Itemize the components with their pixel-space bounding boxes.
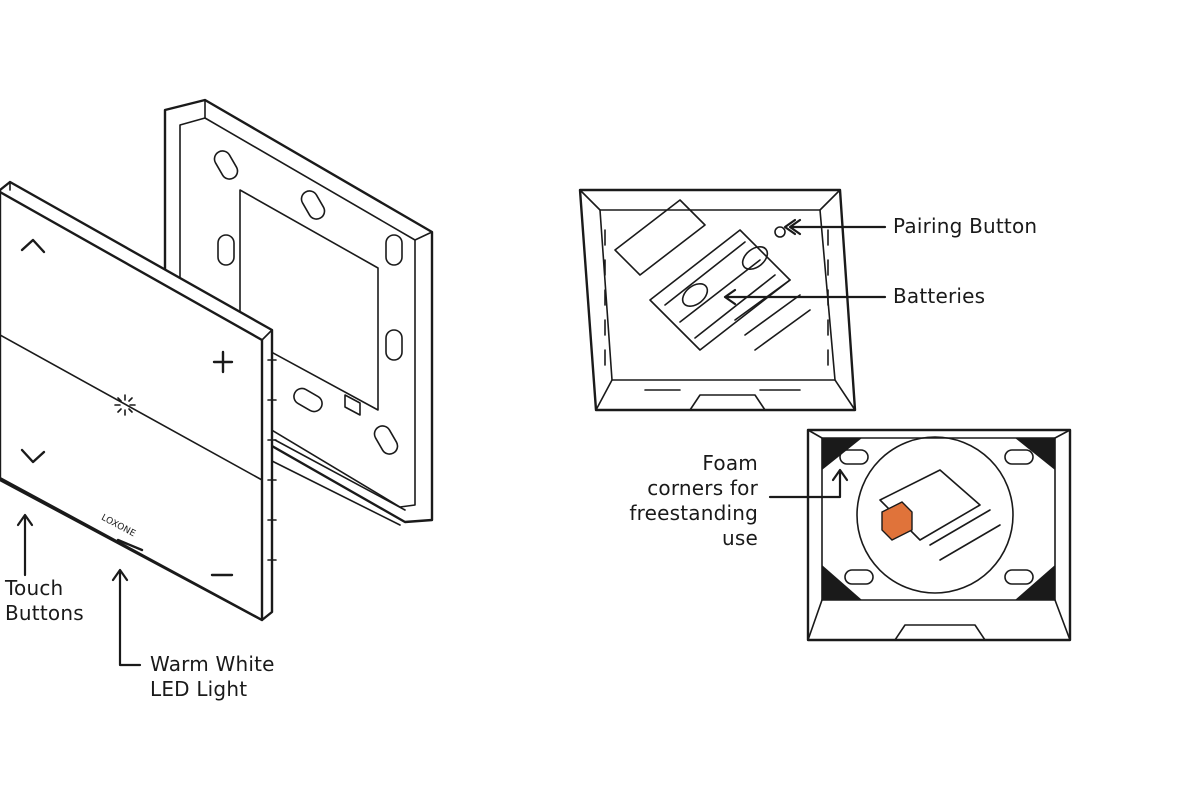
up-arrow-icon [20,238,46,254]
front-touch-panel [0,180,277,622]
foam-corners-label: Foam corners for freestanding use [600,451,758,551]
led-sparkle-icon [114,394,136,416]
foam-corner [822,438,862,470]
touch-buttons-label-line2: Buttons [5,601,84,625]
foam-label-line1: Foam [702,451,758,475]
foam-label-line2: corners for [647,476,758,500]
plus-icon [212,350,234,374]
pairing-button-icon [774,226,786,238]
led-light-label-line1: Warm White [150,652,275,676]
batteries-label: Batteries [893,284,986,308]
led-light-label-line2: LED Light [150,677,248,701]
led-light-label: Warm White LED Light [150,652,275,702]
pairing-button-highlight [881,501,913,541]
down-arrow-icon [20,448,46,464]
pairing-button-label: Pairing Button [893,214,1038,238]
touch-buttons-label-line1: Touch [5,576,64,600]
back-view-batteries [578,188,857,412]
foam-label-line3: freestanding [629,501,758,525]
foam-corner [1015,438,1055,470]
back-view-foam-corners [806,428,1072,642]
touch-buttons-label: Touch Buttons [5,576,84,626]
foam-corner [1015,565,1055,600]
foam-label-line4: use [721,526,758,550]
callout-pointers [16,218,887,667]
foam-corner [822,565,862,600]
